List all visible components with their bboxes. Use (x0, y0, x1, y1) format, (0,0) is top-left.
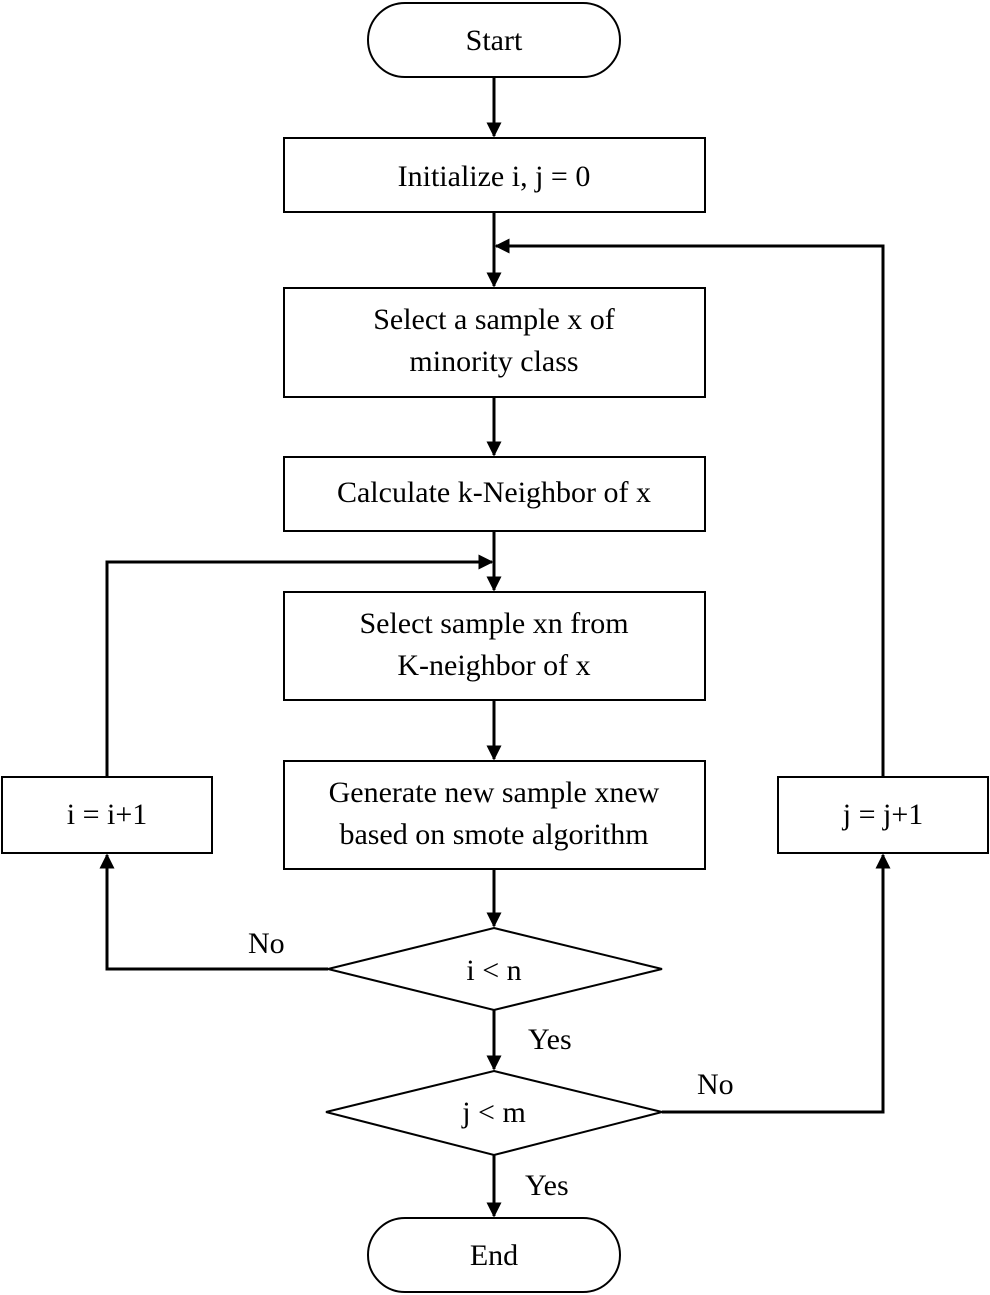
increment-j-box: j = j+1 (777, 776, 989, 854)
generate-line1: Generate new sample xnew (329, 776, 660, 809)
select-xn-box: Select sample xn from K-neighbor of x (283, 591, 706, 701)
increment-i-label: i = i+1 (67, 798, 148, 831)
generate-box: Generate new sample xnew based on smote … (283, 760, 706, 870)
edge-label-condition-j-yes: Yes (525, 1169, 569, 1202)
select-xn-line1: Select sample xn from (359, 607, 628, 640)
generate-line2: based on smote algorithm (339, 818, 648, 851)
select-sample-line1: Select a sample x of (373, 303, 615, 336)
condition-i-label: i < n (466, 954, 521, 987)
initialize-box: Initialize i, j = 0 (283, 137, 706, 213)
edge-label-condition-j-no: No (697, 1068, 734, 1101)
edge-label-condition-i-yes: Yes (528, 1023, 572, 1056)
condition-i-diamond: i < n (327, 926, 663, 1012)
loop-increment-i-to-select-xn (105, 554, 494, 777)
condition-j-label: j < m (461, 1096, 526, 1129)
loop-condition-i-no-to-increment-i (99, 853, 328, 971)
edge-label-condition-i-no: No (248, 927, 285, 960)
select-sample-line2: minority class (409, 345, 578, 378)
loop-condition-j-no-to-increment-j (662, 853, 891, 1114)
end-label: End (470, 1239, 518, 1272)
increment-j-label: j = j+1 (842, 798, 924, 831)
end-terminal: End (367, 1217, 621, 1293)
calculate-neighbor-label: Calculate k-Neighbor of x (337, 476, 651, 509)
initialize-label: Initialize i, j = 0 (398, 160, 591, 193)
calculate-neighbor-box: Calculate k-Neighbor of x (283, 456, 706, 532)
start-terminal: Start (367, 2, 621, 78)
start-label: Start (466, 24, 523, 57)
condition-j-diamond: j < m (325, 1069, 663, 1157)
select-xn-line2: K-neighbor of x (397, 649, 590, 682)
loop-increment-j-to-select-sample (494, 238, 885, 777)
select-sample-box: Select a sample x of minority class (283, 287, 706, 398)
increment-i-box: i = i+1 (1, 776, 213, 854)
